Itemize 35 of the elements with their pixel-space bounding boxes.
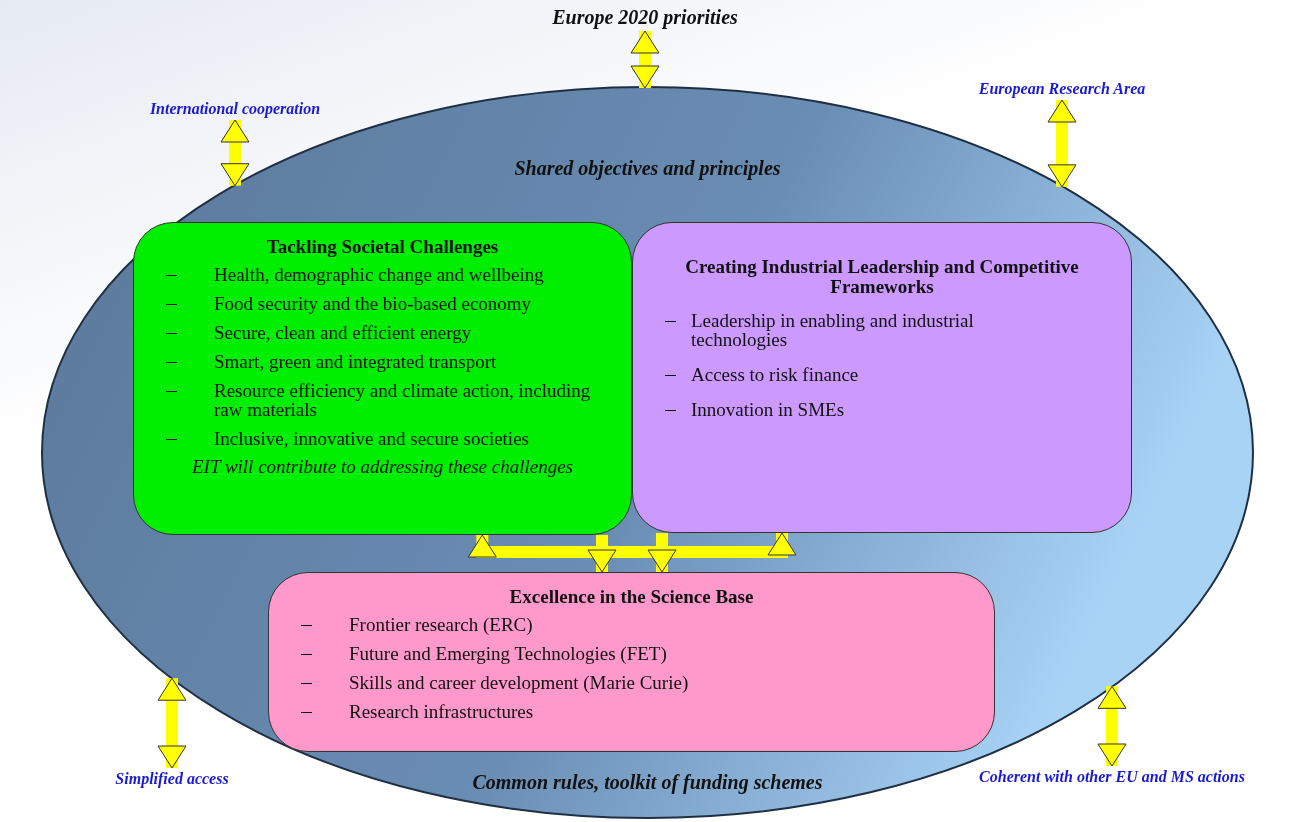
bullet-item: Food security and the bio-based economy (152, 293, 613, 313)
panel-heading: Creating Industrial Leadership and Competitive Frameworks (684, 257, 1080, 297)
bullet-item: Health, demographic change and wellbeing (152, 264, 613, 284)
region-caption: Common rules, toolkit of funding schemes (472, 771, 823, 794)
region-caption: Shared objectives and principles (514, 157, 781, 180)
category-panel (133, 222, 632, 535)
category-panel (268, 572, 995, 752)
bullet-item: Future and Emerging Technologies (FET) (287, 643, 976, 663)
panel-note: EIT will contribute to addressing these challenges (191, 457, 574, 476)
arrow (587, 535, 617, 573)
outside-label: Europe 2020 priorities (552, 6, 738, 29)
double-arrow (157, 677, 187, 769)
bullet-item: Smart, green and integrated transport (152, 351, 613, 371)
double-arrow (1047, 99, 1077, 188)
double-arrow (220, 119, 250, 187)
bullet-item: Secure, clean and efficient energy (152, 322, 613, 342)
panel-heading: Excellence in the Science Base (508, 587, 755, 607)
bullet-item: Inclusive, innovative and secure societies (152, 428, 613, 448)
bullet-item: Resource efficiency and climate action, including raw materials (152, 380, 613, 419)
panel-heading: Tackling Societal Challenges (265, 237, 500, 257)
bullet-item: Research infrastructures (287, 701, 976, 721)
bullet-item: Access to risk finance (651, 364, 1033, 384)
category-panel (632, 222, 1132, 533)
outside-label: Simplified access (115, 770, 229, 788)
outside-label: Coherent with other EU and MS actions (979, 768, 1245, 786)
outside-label: European Research Area (978, 80, 1146, 98)
bullet-item: Innovation in SMEs (651, 399, 1033, 419)
bullet-item: Leadership in enabling and industrial technologies (651, 310, 1033, 349)
double-arrow (467, 532, 797, 558)
outside-label: International cooperation (149, 100, 321, 118)
arrow (647, 533, 677, 573)
double-arrow (630, 30, 660, 89)
bullet-item: Frontier research (ERC) (287, 614, 976, 634)
double-arrow (1097, 685, 1127, 767)
bullet-item: Skills and career development (Marie Curie) (287, 672, 976, 692)
